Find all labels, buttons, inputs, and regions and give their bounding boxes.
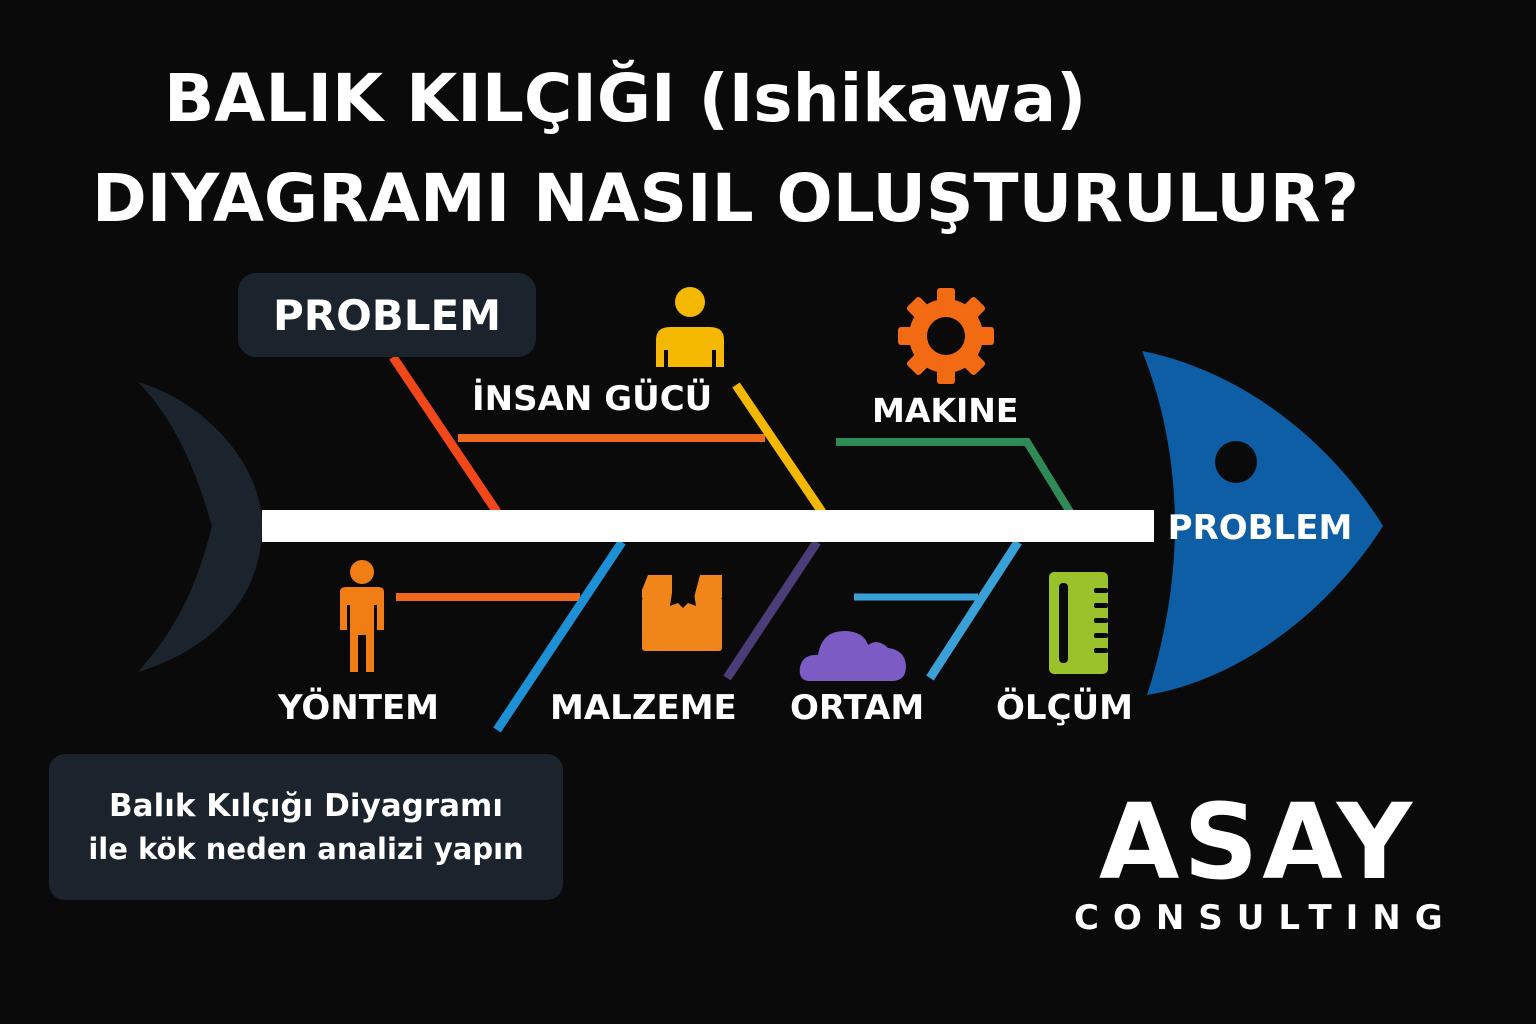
problem-bone [389,354,501,515]
makine-bone [836,438,1074,515]
page-title-line-2: DIYAGRAMI NASIL OLUŞTURULUR? [92,160,1359,237]
category-label-makine: MAKINE [872,391,1019,430]
category-label-ortam: ORTAM [790,688,925,728]
gear-icon [898,288,994,384]
category-label-olcum: ÖLÇÜM [996,688,1133,728]
category-label-yontem: YÖNTEM [278,688,440,728]
brand-name: ASAY [1098,781,1417,903]
problem-head-label: PROBLEM [1167,508,1353,548]
brand-logo: ASAY CONSULTING [1060,790,1455,938]
cta-box: Balık Kılçığı Diyagramı ile kök neden an… [49,754,563,900]
cta-line-1: Balık Kılçığı Diyagramı [109,788,503,824]
page-title-line-1: BALIK KILÇIĞI (Ishikawa) [164,60,1087,137]
category-label-malzeme: MALZEME [550,688,737,728]
box-icon [642,573,722,651]
fish-head [1142,351,1383,695]
person-icon [656,287,724,367]
cloud-icon [799,630,906,681]
fish-eye [1215,441,1257,483]
standing-person-icon [340,560,384,672]
fish-spine [262,510,1154,542]
cta-line-2: ile kök neden analizi yapın [88,832,524,866]
insan-gucu-bone [732,382,826,515]
fish-tail [138,382,262,672]
category-label-insan-gucu: İNSAN GÜCÜ [472,379,713,419]
ruler-icon [1049,572,1108,674]
problem-tail-label: PROBLEM [238,273,536,357]
ortam-bone [926,539,1022,681]
brand-subtitle: CONSULTING [1074,898,1457,938]
yontem-bone [493,539,626,733]
malzeme-bone [723,539,821,681]
